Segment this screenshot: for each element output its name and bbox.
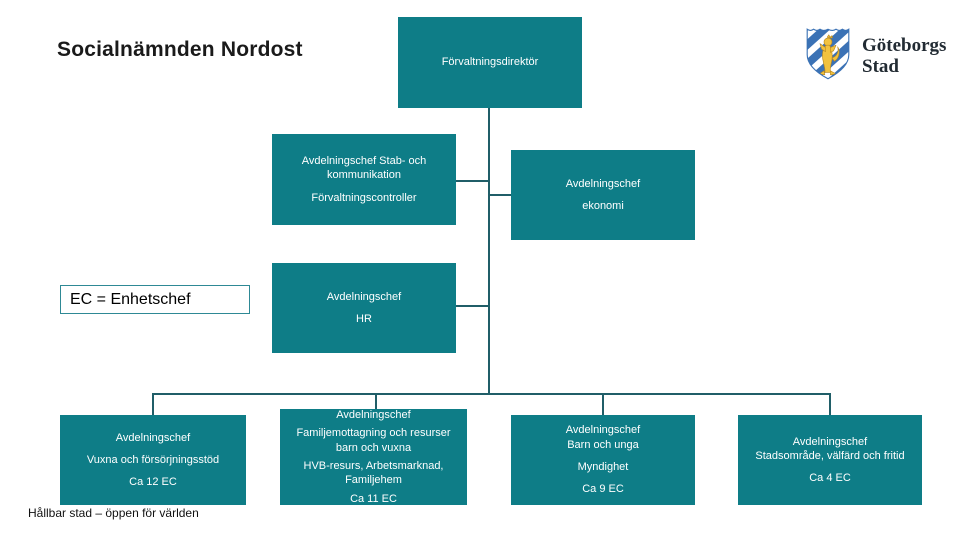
org-box-label: Avdelningschef	[336, 409, 411, 422]
connector-ekonomi	[490, 194, 511, 196]
connector-hr	[456, 305, 489, 307]
page-title: Socialnämnden Nordost	[57, 38, 303, 61]
org-box-label: Stadsområde, välfärd och fritid	[755, 449, 905, 462]
org-box-label: Förvaltningscontroller	[311, 191, 417, 204]
org-box-label: HVB-resurs, Arbetsmarknad, Familjehem	[303, 460, 444, 487]
org-box-label: ekonomi	[582, 200, 624, 212]
org-box-stadsomrade-valfard-fritid: Avdelningschef Stadsområde, välfärd och …	[738, 415, 922, 505]
logo-line1: Göteborgs	[862, 34, 947, 56]
goteborgs-stad-logo: Göteborgs Stad	[803, 26, 946, 87]
legend-label: EC = Enhetschef	[70, 290, 191, 308]
org-box-label: Förvaltningsdirektör	[441, 56, 539, 69]
goteborg-coat-of-arms-icon	[803, 26, 853, 87]
org-box-label: Ca 11 EC	[350, 492, 397, 505]
org-box-label: Ca 4 EC	[809, 472, 851, 485]
org-box-label: Avdelningschef	[565, 177, 641, 190]
org-box-vuxna-forsorjningsstod: Avdelningschef Vuxna och försörjningsstö…	[60, 415, 246, 505]
org-box-ekonomi: Avdelningschef ekonomi	[511, 150, 695, 240]
connector-stub-vuxna	[152, 393, 154, 415]
org-box-label: Myndighet	[577, 461, 629, 473]
org-box-label: Avdelningschef	[115, 431, 191, 444]
connector-bottom-row	[152, 393, 831, 395]
org-box-label: Avdelningschef	[792, 435, 868, 448]
connector-stab	[456, 180, 489, 182]
org-box-label: Familjemottagning och resurser barn och …	[296, 427, 451, 454]
footer-tagline: Hållbar stad – öppen för världen	[28, 506, 199, 520]
org-box-stab-kommunikation: Avdelningschef Stab- och kommunikation F…	[272, 134, 456, 225]
logo-line2: Stad	[862, 55, 899, 77]
org-box-hr: Avdelningschef HR	[272, 263, 456, 353]
org-box-barn-och-unga: Avdelningschef Barn och unga Myndighet C…	[511, 415, 695, 505]
connector-stub-stadsomrade	[829, 393, 831, 415]
org-box-familjemottagning: Avdelningschef Familjemottagning och res…	[280, 409, 467, 505]
connector-trunk	[488, 108, 490, 395]
org-box-label: Vuxna och försörjningsstöd	[86, 453, 220, 466]
org-box-label: Ca 12 EC	[129, 476, 177, 489]
org-box-label: Ca 9 EC	[582, 483, 624, 496]
org-box-forvaltningsdirektor: Förvaltningsdirektör	[398, 17, 582, 108]
connector-stub-familj	[375, 393, 377, 409]
org-box-label: Avdelningschef	[326, 290, 402, 303]
org-box-label: Avdelningschef	[565, 424, 641, 437]
logo-wordmark: Göteborgs Stad	[862, 34, 947, 78]
org-box-label: HR	[356, 313, 372, 325]
org-box-label: Avdelningschef Stab- och kommunikation	[301, 155, 427, 182]
org-box-label: Barn och unga	[567, 438, 639, 451]
connector-stub-barn	[602, 393, 604, 415]
legend-ec-enhetschef: EC = Enhetschef	[60, 285, 250, 314]
